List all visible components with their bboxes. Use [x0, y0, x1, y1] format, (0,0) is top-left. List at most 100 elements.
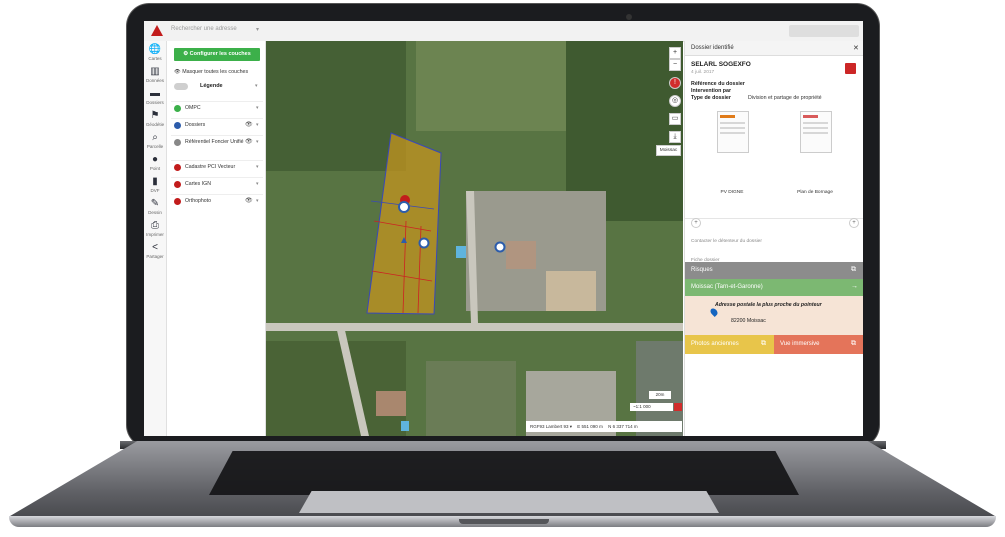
old-photos-button[interactable]: Photos anciennes ⧉	[685, 335, 774, 354]
eye-icon[interactable]: 👁	[245, 198, 253, 204]
commune-label: Moissac (Tarn-et-Garonne)	[691, 284, 763, 290]
nearest-address: Adresse postale la plus proche du pointe…	[685, 296, 863, 335]
location-pin-icon	[709, 307, 719, 317]
immersive-view-button[interactable]: Vue immersive ⧉	[774, 335, 863, 354]
layer-row[interactable]: Dossiers 👁▾	[171, 118, 263, 132]
app-logo[interactable]	[151, 25, 163, 36]
external-link-icon[interactable]: ⧉	[761, 340, 766, 347]
download-icon[interactable]: ⤓	[669, 131, 681, 143]
rail-item-4[interactable]: ⚑Géodétie	[144, 110, 166, 128]
zoom-out-button[interactable]: −	[669, 59, 681, 71]
chevron-down-icon[interactable]: ▾	[256, 181, 259, 187]
pdf-icon[interactable]	[845, 63, 856, 74]
rail-item-5[interactable]: ⌕Parcelle	[144, 133, 166, 150]
pin-icon: ●	[151, 154, 159, 165]
external-link-icon[interactable]: ⧉	[851, 266, 856, 273]
layer-row[interactable]: OMPC▾	[171, 101, 263, 115]
layer-icon	[174, 198, 181, 205]
rail-item-label: Dessin	[148, 210, 162, 215]
user-menu[interactable]	[789, 25, 859, 37]
fullscreen-icon[interactable]: ▭	[669, 113, 681, 125]
legend-toggle[interactable]	[174, 83, 188, 90]
type-value: Division et partage de propriété	[748, 95, 822, 101]
document-thumbnail[interactable]	[800, 111, 832, 153]
layer-row[interactable]: Cartes IGN▾	[171, 177, 263, 191]
locate-icon[interactable]: ◎	[669, 95, 681, 107]
zoom-in-button[interactable]: +	[669, 47, 681, 59]
add-icon[interactable]: +	[849, 218, 859, 228]
rail-item-label: DVF	[150, 188, 160, 193]
building-icon: ▮	[152, 176, 158, 187]
flag-icon: ⚑	[150, 110, 160, 121]
rail-item-10[interactable]: <Partager	[144, 243, 166, 260]
legend-label: Légende	[200, 83, 223, 89]
previous-icon[interactable]: +	[691, 218, 701, 228]
trackpad	[299, 491, 719, 513]
layer-icon	[174, 105, 181, 112]
keyboard	[209, 451, 799, 495]
alert-icon[interactable]: !	[669, 77, 681, 89]
type-label: Type de dossier	[691, 95, 731, 101]
rail-item-label: Partager	[146, 254, 164, 259]
projection-select[interactable]: RGF93 Lambert 93 ▾	[530, 424, 573, 429]
chevron-down-icon[interactable]: ▾	[256, 164, 259, 170]
eye-icon[interactable]: 👁	[245, 122, 253, 128]
layer-row[interactable]: Cadastre PCI Vecteur ▾	[171, 160, 263, 174]
rail-item-label: Imprimer	[146, 232, 164, 237]
dossier-card: SELARL SOGEXFO 4 juil. 2017 Référence du…	[685, 55, 863, 263]
hide-all-layers-link[interactable]: 👁 Masquer toutes les couches	[174, 69, 249, 75]
map-view[interactable]: + − ! ◎ ▭ ⤓	[266, 41, 683, 436]
chevron-down-icon[interactable]: ▾	[256, 122, 259, 128]
chevron-down-icon[interactable]: ▾	[256, 27, 260, 33]
rail-item-2[interactable]: ▥Données	[144, 66, 166, 84]
scale-selector[interactable]: ~1:1 000	[630, 403, 673, 411]
chevron-down-icon[interactable]: ▾	[256, 139, 259, 145]
aerial-map[interactable]	[266, 41, 683, 436]
coord-northing: N 6 337 714 m	[608, 424, 638, 429]
chevron-down-icon[interactable]: ▾	[256, 198, 259, 204]
scale-apply-button[interactable]	[674, 403, 682, 411]
rail-item-label: Point	[149, 166, 161, 171]
chevron-down-icon[interactable]: ▾	[255, 83, 258, 89]
address-search-input[interactable]: Rechercher une adresse	[171, 26, 237, 32]
zoom-label: 20m	[649, 391, 671, 399]
rail-item-1[interactable]: 🌐Cartes	[144, 44, 166, 62]
rail-item-8[interactable]: ✎Dessin	[144, 198, 166, 216]
dossier-sheet-link[interactable]: Fiche dossier	[691, 258, 720, 263]
pencil-icon: ✎	[150, 198, 160, 209]
risks-label: Risques	[691, 267, 713, 273]
risks-row[interactable]: Risques ⧉	[685, 262, 863, 279]
contact-holder-link[interactable]: Contacter le détenteur du dossier	[691, 239, 762, 244]
rail-item-7[interactable]: ▮DVF	[144, 176, 166, 194]
layer-name: Référentiel Foncier Unifié	[185, 139, 244, 145]
rail-item-label: Parcelle	[146, 144, 164, 149]
chevron-down-icon[interactable]: ▾	[256, 105, 259, 111]
laptop-notch	[459, 519, 549, 524]
map-icon: ▥	[150, 66, 160, 77]
panel-title: Dossier identifié	[691, 45, 734, 51]
globe-icon: 🌐	[148, 44, 162, 55]
arrow-right-icon[interactable]: →	[851, 283, 858, 290]
layer-row[interactable]: Référentiel Foncier Unifié👁▾	[171, 135, 263, 149]
eye-icon[interactable]: 👁	[245, 139, 253, 145]
coord-easting: E 551 090 m	[577, 424, 603, 429]
rail-item-label: Données	[145, 78, 164, 83]
close-icon[interactable]: ✕	[853, 45, 859, 52]
commune-row[interactable]: Moissac (Tarn-et-Garonne) →	[685, 279, 863, 296]
configure-layers-button[interactable]: ⚙ Configurer les couches	[174, 48, 260, 61]
rail-item-9[interactable]: ⎙Imprimer	[144, 221, 166, 238]
document-thumbnail[interactable]	[717, 111, 749, 153]
layer-name: Dossiers	[185, 122, 206, 128]
layers-panel: ⚙ Configurer les couches 👁 Masquer toute…	[167, 41, 266, 436]
place-tag[interactable]: Moissac	[656, 145, 681, 156]
coordinate-bar: RGF93 Lambert 93 ▾ E 551 090 m N 6 337 7…	[526, 421, 682, 432]
address-heading: Adresse postale la plus proche du pointe…	[715, 302, 822, 308]
rail-item-3[interactable]: ▬Dossiers	[144, 89, 166, 106]
sidebar-rail: 🌐Cartes ▥Données ▬Dossiers ⚑Géodétie ⌕Parcel…	[144, 41, 167, 436]
address-city: 82200 Moissac	[731, 318, 766, 324]
rail-item-label: Cartes	[148, 56, 162, 61]
external-link-icon[interactable]: ⧉	[851, 340, 856, 347]
layer-row[interactable]: Orthophoto👁▾	[171, 194, 263, 208]
rail-item-6[interactable]: ●Point	[144, 154, 166, 172]
layer-name: Cadastre PCI Vecteur	[185, 164, 236, 170]
